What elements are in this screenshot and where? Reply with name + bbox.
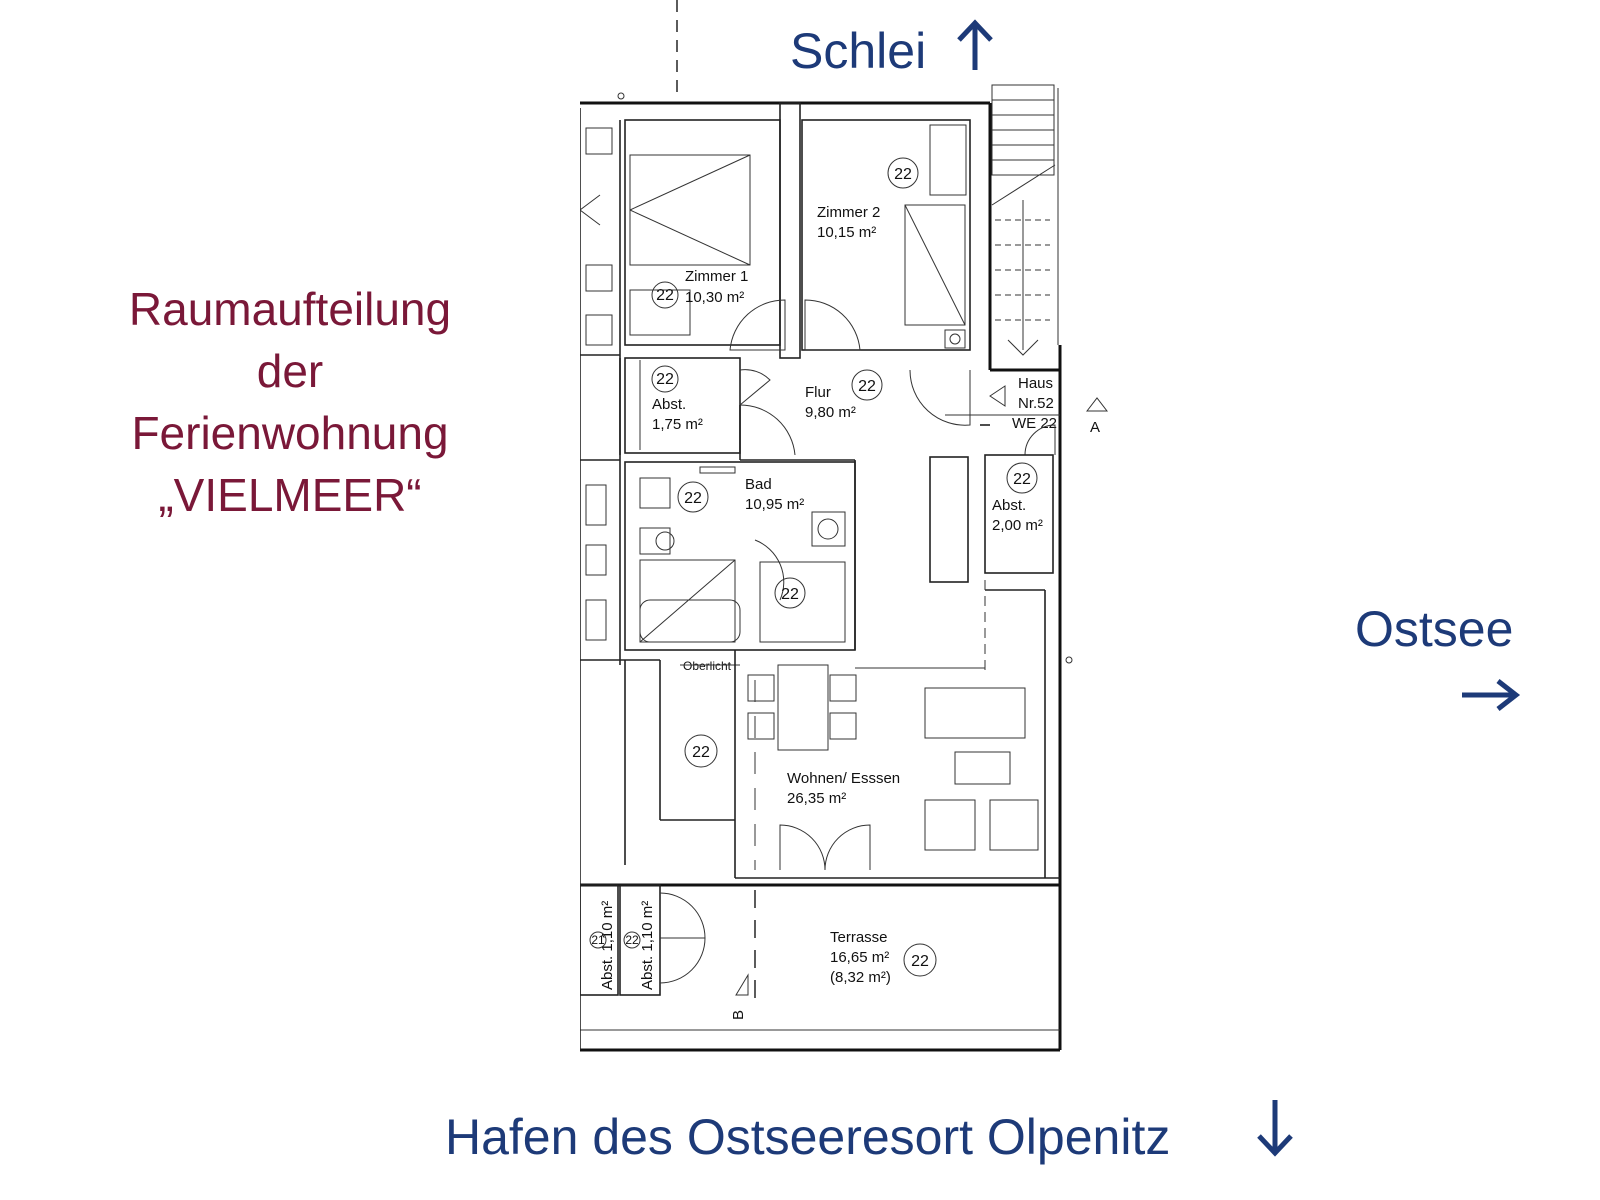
title-line-4: „VIELMEER“: [158, 469, 422, 521]
flur-unit: 22: [858, 378, 876, 395]
arrow-down-icon: [1257, 1100, 1293, 1157]
we-label: WE 22: [1012, 415, 1057, 432]
abst-4-name: Abst. 1,10 m²: [599, 901, 616, 990]
zimmer-2-area: 10,15 m²: [817, 224, 876, 241]
room-wohnen-essen: Wohnen/ Esssen 26,35 m² 22: [580, 580, 1060, 879]
title-line-2: der: [256, 345, 324, 397]
title-block: Raumaufteilung der Ferienwohnung „VIELME…: [80, 278, 500, 526]
wohnen-area: 26,35 m²: [787, 790, 846, 807]
section-b-label: B: [730, 1010, 747, 1020]
flur-name: Flur: [805, 384, 831, 401]
zimmer-1-area: 10,30 m²: [685, 289, 744, 306]
abst-1-name: Abst.: [652, 396, 686, 413]
bad-name: Bad: [745, 476, 772, 493]
section-a-label: A: [1090, 419, 1100, 436]
bad-unit-2: 22: [781, 586, 799, 603]
zimmer-1-name: Zimmer 1: [685, 268, 748, 285]
floor-plan: Zimmer 1 10,30 m² 22 Zimmer 2 10,15 m² 2…: [580, 0, 1109, 1052]
direction-east-label: Ostsee: [1355, 601, 1514, 657]
entrance-area: Haus Nr.52 WE 22 A: [909, 369, 1109, 456]
terrasse-area: 16,65 m²: [830, 949, 889, 966]
wohnen-name: Wohnen/ Esssen: [787, 770, 900, 787]
bad-area: 10,95 m²: [745, 496, 804, 513]
bad-unit: 22: [684, 490, 702, 507]
terrasse-unit: 22: [911, 953, 929, 970]
room-terrasse: B Abst. 1,10 m² 22 Abst. 1,10 m² 21 Terr…: [580, 884, 937, 1020]
abst-3-name: Abst. 1,10 m²: [639, 901, 656, 990]
direction-south-label: Hafen des Ostseeresort Olpenitz: [445, 1109, 1171, 1165]
arrow-up-icon: [957, 19, 993, 70]
staircase: [991, 84, 1059, 356]
room-abst-1: Abst. 1,75 m² 22: [619, 357, 771, 455]
zimmer-1-unit: 22: [656, 287, 674, 304]
abst-3-unit: 22: [625, 933, 639, 947]
room-zimmer-2: Zimmer 2 10,15 m² 22: [801, 119, 971, 351]
haus-nr-label: Nr.52: [1018, 395, 1054, 412]
abst-1-area: 1,75 m²: [652, 416, 703, 433]
neighbour-column: [580, 120, 621, 665]
abst-4-unit: 21: [591, 933, 605, 947]
zimmer-2-name: Zimmer 2: [817, 204, 880, 221]
abst-2-name: Abst.: [992, 497, 1026, 514]
wohnen-unit: 22: [692, 744, 710, 761]
terrasse-name: Terrasse: [830, 929, 888, 946]
abst-2-area: 2,00 m²: [992, 517, 1043, 534]
oberlicht-label: Oberlicht: [683, 659, 732, 673]
room-abst-2: Abst. 2,00 m² 22: [929, 454, 1054, 583]
zimmer-2-unit: 22: [894, 166, 912, 183]
haus-label: Haus: [1018, 375, 1053, 392]
abst-1-unit: 22: [656, 371, 674, 388]
room-bad: Bad 10,95 m² 22 22 Oberlicht: [624, 461, 856, 673]
direction-north-label: Schlei: [790, 23, 927, 79]
arrow-right-icon: [1462, 679, 1521, 711]
terrasse-area-2: (8,32 m²): [830, 969, 891, 986]
flur-area: 9,80 m²: [805, 404, 856, 421]
abst-2-unit: 22: [1013, 471, 1031, 488]
title-line-1: Raumaufteilung: [128, 283, 452, 335]
title-line-3: Ferienwohnung: [131, 407, 449, 459]
room-zimmer-1: Zimmer 1 10,30 m² 22: [624, 119, 781, 346]
